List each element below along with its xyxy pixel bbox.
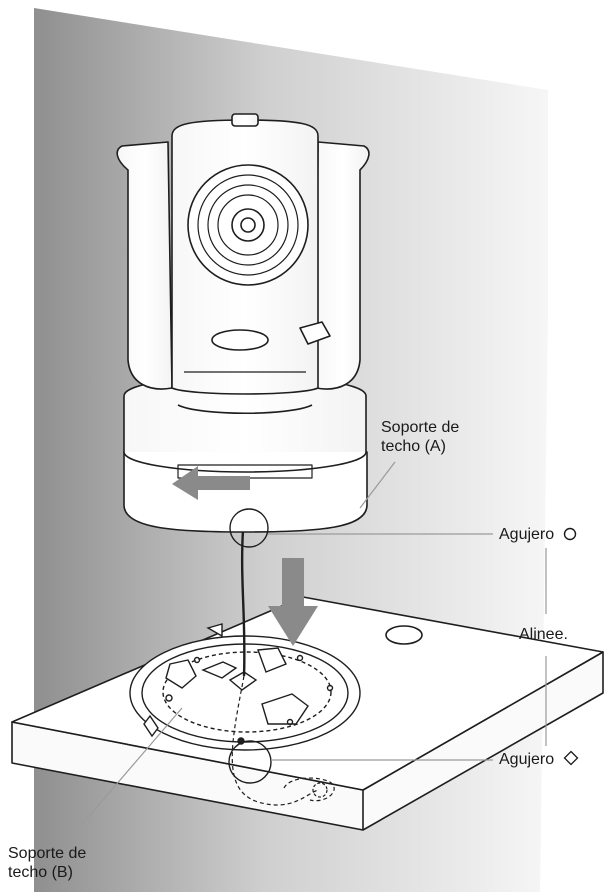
callout-lines [83,461,547,823]
label-ceiling-bracket-b-line2: techo (B) [8,864,73,881]
label-hole-circle: Agujero [499,525,577,544]
label-hole-diamond-text: Agujero [499,751,555,768]
camera-cable [231,529,335,806]
ptz-camera [116,113,370,533]
label-ceiling-bracket-a-line2: techo (A) [381,438,446,455]
label-hole-circle-text: Agujero [499,526,555,543]
circle-icon [563,527,576,541]
ceiling-bracket-b [129,623,361,751]
label-hole-diamond: Agujero [499,750,579,769]
label-ceiling-bracket-b-line1: Soporte de [8,845,87,862]
label-ceiling-bracket-a-line1: Soporte de [381,419,460,436]
down-arrow [268,558,318,646]
label-align: Alinee. [519,625,568,644]
label-ceiling-bracket-a: Soporte de techo (A) [381,418,459,456]
label-align-text: Alinee. [519,626,568,643]
label-ceiling-bracket-b: Soporte de techo (B) [8,844,86,882]
hole-circle-highlight [229,508,269,548]
hole-diamond-highlight [228,740,272,784]
rotate-arrow [172,466,250,500]
diamond-icon [563,750,579,766]
